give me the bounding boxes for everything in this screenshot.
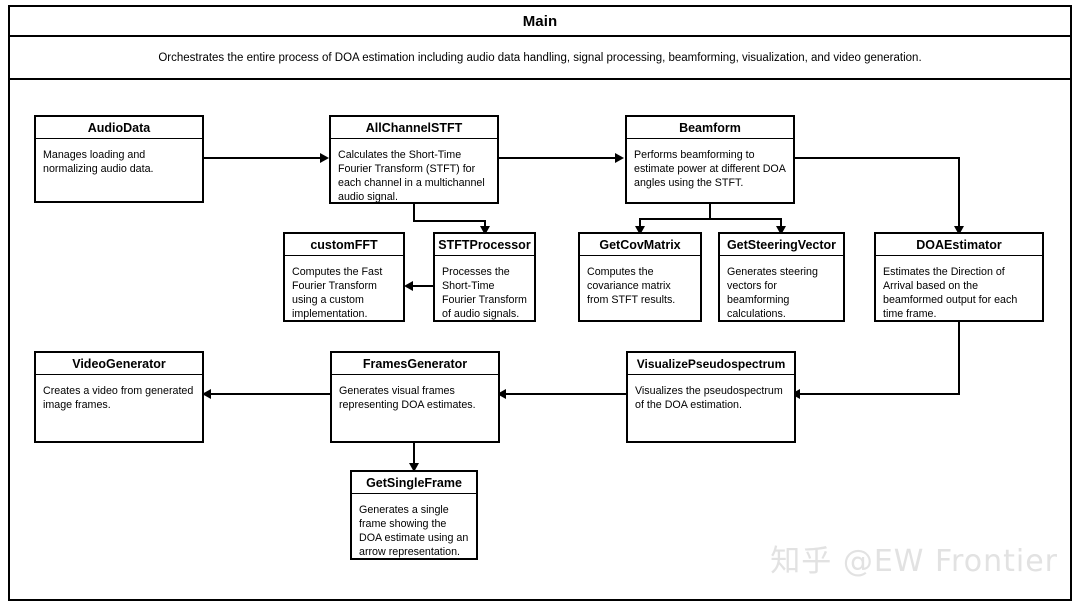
page-title: Main xyxy=(522,12,558,30)
node-stftprocessor-body: Processes the Short-Time Fourier Transfo… xyxy=(435,256,534,325)
arrow-head-videogenerator-in xyxy=(202,389,211,399)
node-customfft[interactable]: customFFT Computes the Fast Fourier Tran… xyxy=(283,232,405,322)
edge-framesgenerator-down xyxy=(413,443,415,468)
arrow-head-stftprocessor-in xyxy=(480,226,490,235)
edge-allchannelstft-to-stftprocessor-h xyxy=(413,220,486,222)
edge-visualize-to-framesgenerator xyxy=(505,393,627,395)
node-getsteeringvector-header: GetSteeringVector xyxy=(720,234,843,256)
edge-stftprocessor-to-customfft xyxy=(412,285,434,287)
node-getsingleframe-title: GetSingleFrame xyxy=(366,475,462,490)
node-doaestimator-header: DOAEstimator xyxy=(876,234,1042,256)
edge-beamform-down xyxy=(709,204,711,220)
arrow-head-getsingleframe-in xyxy=(409,463,419,472)
node-audiodata[interactable]: AudioData Manages loading and normalizin… xyxy=(34,115,204,203)
node-getcovmatrix-body: Computes the covariance matrix from STFT… xyxy=(580,256,700,311)
node-customfft-body: Computes the Fast Fourier Transform usin… xyxy=(285,256,403,325)
node-stftprocessor-header: STFTProcessor xyxy=(435,234,534,256)
node-allchannelstft-body: Calculates the Short-Time Fourier Transf… xyxy=(331,139,497,208)
edge-framesgenerator-to-videogenerator xyxy=(210,393,332,395)
node-doaestimator-description: Estimates the Direction of Arrival based… xyxy=(883,266,1018,320)
node-getcovmatrix[interactable]: GetCovMatrix Computes the covariance mat… xyxy=(578,232,702,322)
node-framesgenerator-title: FramesGenerator xyxy=(362,356,468,371)
edge-allchannelstft-to-beamform xyxy=(499,157,621,159)
node-videogenerator[interactable]: VideoGenerator Creates a video from gene… xyxy=(34,351,204,443)
node-videogenerator-title: VideoGenerator xyxy=(72,356,166,371)
node-getcovmatrix-header: GetCovMatrix xyxy=(580,234,700,256)
node-allchannelstft-description: Calculates the Short-Time Fourier Transf… xyxy=(338,149,485,203)
node-getsingleframe-header: GetSingleFrame xyxy=(352,472,476,494)
node-framesgenerator-header: FramesGenerator xyxy=(332,353,498,375)
main-title-bar: Main xyxy=(10,7,1070,37)
node-stftprocessor-title: STFTProcessor xyxy=(438,237,531,252)
node-doaestimator[interactable]: DOAEstimator Estimates the Direction of … xyxy=(874,232,1044,322)
node-stftprocessor[interactable]: STFTProcessor Processes the Short-Time F… xyxy=(433,232,536,322)
arrow-head-customfft-in xyxy=(404,281,413,291)
node-beamform-description: Performs beamforming to estimate power a… xyxy=(634,149,786,189)
node-audiodata-header: AudioData xyxy=(36,117,202,139)
node-doaestimator-title: DOAEstimator xyxy=(916,237,1002,252)
edge-doaestimator-down xyxy=(958,322,960,395)
edge-beamform-split-h xyxy=(639,218,782,220)
node-beamform-header: Beamform xyxy=(627,117,793,139)
edge-to-getsteeringvector-v xyxy=(780,218,782,232)
node-framesgenerator-body: Generates visual frames representing DOA… xyxy=(332,375,498,416)
node-customfft-header: customFFT xyxy=(285,234,403,256)
arrow-head-getcovmatrix-in xyxy=(635,226,645,235)
node-getcovmatrix-title: GetCovMatrix xyxy=(599,237,681,252)
node-getsteeringvector-description: Generates steering vectors for beamformi… xyxy=(727,266,818,320)
node-framesgenerator-description: Generates visual frames representing DOA… xyxy=(339,385,476,411)
edge-audiodata-to-allchannelstft xyxy=(204,157,326,159)
arrow-head-beamform-in xyxy=(615,153,624,163)
node-visualizepseudospectrum-body: Visualizes the pseudospectrum of the DOA… xyxy=(628,375,794,416)
node-getcovmatrix-description: Computes the covariance matrix from STFT… xyxy=(587,266,676,306)
node-getsteeringvector-body: Generates steering vectors for beamformi… xyxy=(720,256,843,325)
node-videogenerator-header: VideoGenerator xyxy=(36,353,202,375)
node-getsingleframe-body: Generates a single frame showing the DOA… xyxy=(352,494,476,563)
node-doaestimator-body: Estimates the Direction of Arrival based… xyxy=(876,256,1042,325)
arrow-head-allchannelstft-in xyxy=(320,153,329,163)
node-beamform-title: Beamform xyxy=(679,120,741,135)
arrow-head-framesgenerator-in xyxy=(497,389,506,399)
node-allchannelstft[interactable]: AllChannelSTFT Calculates the Short-Time… xyxy=(329,115,499,204)
edge-allchannelstft-down xyxy=(413,204,415,222)
node-allchannelstft-header: AllChannelSTFT xyxy=(331,117,497,139)
arrow-head-doaestimator-in xyxy=(954,226,964,235)
node-framesgenerator[interactable]: FramesGenerator Generates visual frames … xyxy=(330,351,500,443)
node-visualizepseudospectrum-title: VisualizePseudospectrum xyxy=(636,356,786,371)
node-audiodata-description: Manages loading and normalizing audio da… xyxy=(43,149,154,175)
node-customfft-description: Computes the Fast Fourier Transform usin… xyxy=(292,266,383,320)
node-getsteeringvector[interactable]: GetSteeringVector Generates steering vec… xyxy=(718,232,845,322)
node-audiodata-body: Manages loading and normalizing audio da… xyxy=(36,139,202,180)
node-videogenerator-body: Creates a video from generated image fra… xyxy=(36,375,202,416)
edge-doaestimator-to-visualize-h xyxy=(800,393,960,395)
watermark: 知乎 @EW Frontier xyxy=(770,544,1058,579)
edge-beamform-to-doaestimator-h xyxy=(795,157,960,159)
node-visualizepseudospectrum[interactable]: VisualizePseudospectrum Visualizes the p… xyxy=(626,351,796,443)
node-beamform[interactable]: Beamform Performs beamforming to estimat… xyxy=(625,115,795,204)
main-description-bar: Orchestrates the entire process of DOA e… xyxy=(10,37,1070,80)
node-visualizepseudospectrum-header: VisualizePseudospectrum xyxy=(628,353,794,375)
edge-to-getcovmatrix-v xyxy=(639,218,641,232)
node-getsingleframe[interactable]: GetSingleFrame Generates a single frame … xyxy=(350,470,478,560)
node-audiodata-title: AudioData xyxy=(87,120,151,135)
main-description-text: Orchestrates the entire process of DOA e… xyxy=(158,51,922,64)
edge-beamform-to-doaestimator-v xyxy=(958,157,960,233)
node-customfft-title: customFFT xyxy=(310,237,378,252)
node-videogenerator-description: Creates a video from generated image fra… xyxy=(43,385,194,411)
node-visualizepseudospectrum-description: Visualizes the pseudospectrum of the DOA… xyxy=(635,385,783,411)
node-getsingleframe-description: Generates a single frame showing the DOA… xyxy=(359,504,469,558)
node-allchannelstft-title: AllChannelSTFT xyxy=(365,120,463,135)
node-stftprocessor-description: Processes the Short-Time Fourier Transfo… xyxy=(442,266,527,320)
node-getsteeringvector-title: GetSteeringVector xyxy=(726,237,837,252)
node-beamform-body: Performs beamforming to estimate power a… xyxy=(627,139,793,194)
arrow-head-getsteeringvector-in xyxy=(776,226,786,235)
